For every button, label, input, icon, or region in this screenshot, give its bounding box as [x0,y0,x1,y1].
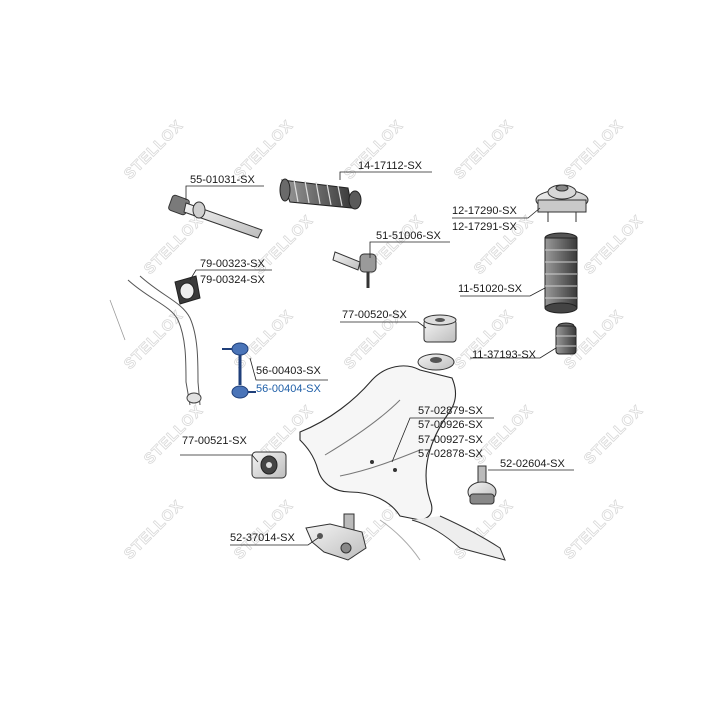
label-51-51006: 51-51006-SX [376,230,441,242]
label-79-00324: 79-00324-SX [200,274,265,286]
bump-stop [555,322,577,355]
label-57-02878: 57-02878-SX [418,448,483,460]
watermark-text: STELLOX [561,497,627,563]
label-12-17290: 12-17290-SX [452,205,517,217]
watermark-text: STELLOX [121,307,187,373]
watermark-text: STELLOX [121,117,187,183]
watermark-text: STELLOX [341,117,407,183]
ball-joint-lower [305,513,367,561]
label-14-17112: 14-17112-SX [358,160,423,172]
label-79-00323: 79-00323-SX [200,258,265,270]
label-77-00520: 77-00520-SX [342,309,407,321]
ball-joint-upper [467,465,497,505]
label-56-00403: 56-00403-SX [256,365,321,377]
label-52-02604: 52-02604-SX [500,458,565,470]
watermark-text: STELLOX [451,117,517,183]
strut-mount [535,184,589,222]
inner-tie-rod [168,194,263,239]
tie-rod-end [332,251,377,288]
label-57-00927: 57-00927-SX [418,434,483,446]
stabilizer-link [222,342,256,399]
watermark-text: STELLOX [581,212,647,278]
watermark-text: STELLOX [141,212,207,278]
label-57-00926: 57-00926-SX [418,419,483,431]
watermark-text: STELLOX [451,307,517,373]
label-11-51020: 11-51020-SX [458,283,523,295]
stabilizer-bar [109,275,202,406]
strut-dust-boot [544,232,578,314]
lower-control-arm [299,353,506,561]
label-11-37193: 11-37193-SX [472,349,537,361]
label-52-37014: 52-37014-SX [230,532,295,544]
watermark-text: STELLOX [581,402,647,468]
label-56-00404: 56-00404-SX [256,383,321,395]
control-arm-bushing-upper [423,314,457,343]
label-12-17291: 12-17291-SX [452,221,517,233]
steering-boot [279,178,362,210]
leader-lines [180,171,574,546]
label-55-01031: 55-01031-SX [190,174,255,186]
watermark-text: STELLOX [231,117,297,183]
control-arm-bushing-lower [251,451,287,479]
watermark-text: STELLOX [121,497,187,563]
stabilizer-bushing [174,275,201,305]
part-labels: 55-01031-SX 14-17112-SX 12-17290-SX 12-1… [182,160,565,544]
label-57-02879: 57-02879-SX [418,405,483,417]
watermark-text: STELLOX [231,497,297,563]
watermark-text: STELLOX [561,117,627,183]
label-77-00521: 77-00521-SX [182,435,247,447]
